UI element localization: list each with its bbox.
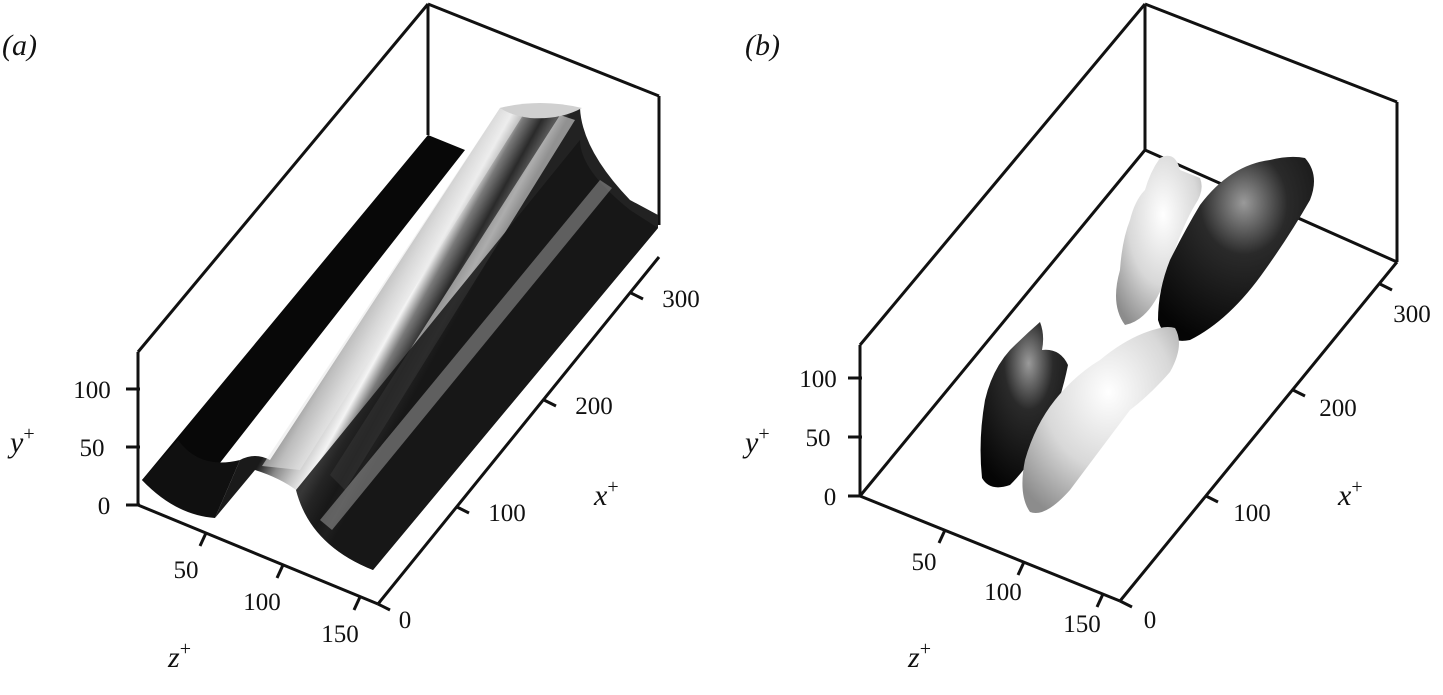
- panel-b-structure-white-back: [1116, 155, 1202, 325]
- panel-a-y-axis: 0 50 100 y+: [7, 377, 140, 520]
- panel-b-structure-dark-front: [980, 322, 1068, 488]
- panel-b-y-label: y+: [742, 423, 770, 459]
- panel-a-x-tick-0: 0: [399, 607, 412, 634]
- panel-a-y-label: y+: [7, 423, 35, 459]
- panel-a-z-tick-50: 50: [174, 557, 199, 584]
- panel-b-structure-dark-back: [1158, 156, 1314, 341]
- panel-b-x-tick-300: 300: [1393, 301, 1431, 328]
- panel-a-x-tick-300: 300: [662, 286, 700, 313]
- panel-a-floor-right-shine: [320, 180, 612, 530]
- panel-b: (b) 0 50 100 y+: [742, 2, 1431, 674]
- panel-b-front-axes: [859, 261, 1399, 603]
- panel-a: (a): [2, 2, 700, 674]
- panel-a-front-axes: [136, 256, 661, 606]
- panel-b-y-tick-0: 0: [824, 484, 837, 511]
- panel-a-x-tick-200: 200: [575, 393, 613, 420]
- panel-a-label: (a): [2, 29, 37, 62]
- panel-a-streak-endcap: [500, 103, 582, 119]
- panel-a-y-tick-50: 50: [80, 435, 105, 462]
- panel-b-x-tick-0: 0: [1144, 607, 1157, 634]
- panel-b-y-axis: 0 50 100 y+: [742, 366, 862, 511]
- panel-b-y-tick-50: 50: [806, 425, 831, 452]
- panel-a-x-label: x+: [593, 476, 619, 512]
- panel-a-x-tick-100: 100: [488, 500, 526, 527]
- panel-b-label: (b): [745, 29, 780, 62]
- panel-a-floor-dark-left: [142, 135, 465, 501]
- panel-b-z-tick-150: 150: [1063, 611, 1101, 638]
- panel-a-y-tick-0: 0: [98, 493, 111, 520]
- panel-b-z-label: z+: [907, 638, 931, 674]
- panel-a-streak-highlight: [262, 104, 530, 470]
- panel-a-z-tick-100: 100: [243, 589, 281, 616]
- panel-a-bump-left: [142, 440, 240, 518]
- panel-b-x-axis: 0 100 200 300 x+: [1119, 282, 1431, 634]
- panel-b-x-tick-100: 100: [1233, 500, 1271, 527]
- panel-a-y-tick-100: 100: [73, 377, 111, 404]
- panel-b-z-tick-100: 100: [984, 579, 1022, 606]
- panel-b-y-tick-100: 100: [799, 366, 837, 393]
- panel-a-z-axis: 50 100 150 z+: [167, 532, 362, 674]
- panel-b-x-tick-200: 200: [1319, 395, 1357, 422]
- panel-b-z-axis: 50 100 150 z+: [907, 529, 1105, 674]
- panel-a-z-tick-150: 150: [321, 621, 359, 648]
- panel-a-x-axis: 0 100 200 300 x+: [377, 286, 700, 634]
- panel-b-structure-white-front: [1022, 327, 1179, 514]
- panel-b-x-label: x+: [1337, 476, 1363, 512]
- panel-a-z-label: z+: [167, 638, 191, 674]
- panel-b-z-tick-50: 50: [912, 549, 937, 576]
